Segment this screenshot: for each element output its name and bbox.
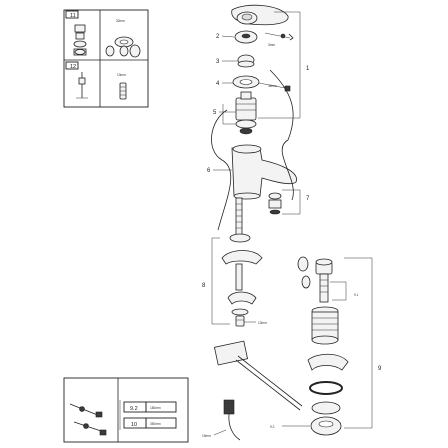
callout-9-1: 9.1: [354, 293, 359, 297]
hose-coil-left: [211, 109, 232, 231]
callout-7: 7: [306, 196, 310, 202]
tool-table-row12-dim: 13mm: [117, 73, 126, 77]
part-3-nut: [237, 54, 255, 68]
length-row2-code: 10: [131, 422, 137, 428]
hose-short-icon: [69, 403, 103, 418]
part-9-pop-up-waste: [307, 258, 349, 436]
tool-table: 11 12 32mm 13mm: [63, 9, 149, 108]
dim-19mm: 19mm: [202, 434, 211, 438]
callout-5: 5: [213, 110, 217, 116]
lever-handle: [231, 4, 289, 26]
tool-table-frame: [63, 9, 149, 108]
callout-4: 4: [216, 81, 220, 87]
part-2-cap: [234, 30, 258, 44]
hose-long-icon: [73, 421, 107, 436]
pop-up-rod-assembly: 19mm: [202, 340, 303, 441]
part-5-cartridge: [235, 91, 257, 135]
length-row2-len: 350mm: [150, 422, 161, 426]
tool-table-row11-label: 11: [70, 13, 76, 19]
part-6-faucet-body: [231, 144, 297, 200]
gasket-ring-icon: [114, 36, 134, 48]
dim-32mm: 32mm: [268, 84, 277, 88]
callout-2: 2: [216, 34, 220, 40]
hose-coil-right: [269, 69, 294, 201]
callouts: 2 3 4 5 6 7 8 1 9 9.1 9.2: [202, 11, 382, 429]
length-table: 9.2 180mm 10 350mm: [63, 377, 189, 443]
callout-3: 3: [216, 59, 220, 65]
set-screw-group: 3mm: [264, 32, 294, 47]
part-4-ring: 32mm: [232, 75, 291, 92]
tool-table-row11-dim: 32mm: [116, 19, 125, 23]
length-row1-code: 9.2: [130, 406, 138, 412]
callout-9-2: 9.2: [270, 425, 275, 429]
dim-13mm: 13mm: [258, 321, 267, 325]
length-table-frame: [63, 377, 189, 443]
dim-3mm: 3mm: [268, 43, 275, 47]
tool-table-row12-label: 12: [70, 64, 76, 70]
part-8-mounting-kit: 13mm: [221, 233, 267, 327]
callout-9: 9: [378, 366, 382, 372]
pin-icon: [76, 72, 88, 99]
pop-up-seal-rings: [297, 256, 311, 289]
part-7-aerator: [268, 192, 282, 215]
callout-8: 8: [202, 283, 206, 289]
threaded-stud-icon: [119, 82, 127, 100]
callout-1: 1: [306, 66, 310, 72]
mounting-rod: [235, 197, 243, 237]
length-row1-len: 180mm: [150, 406, 161, 410]
seal-set-icon: [74, 44, 141, 58]
callout-6: 6: [207, 168, 211, 174]
